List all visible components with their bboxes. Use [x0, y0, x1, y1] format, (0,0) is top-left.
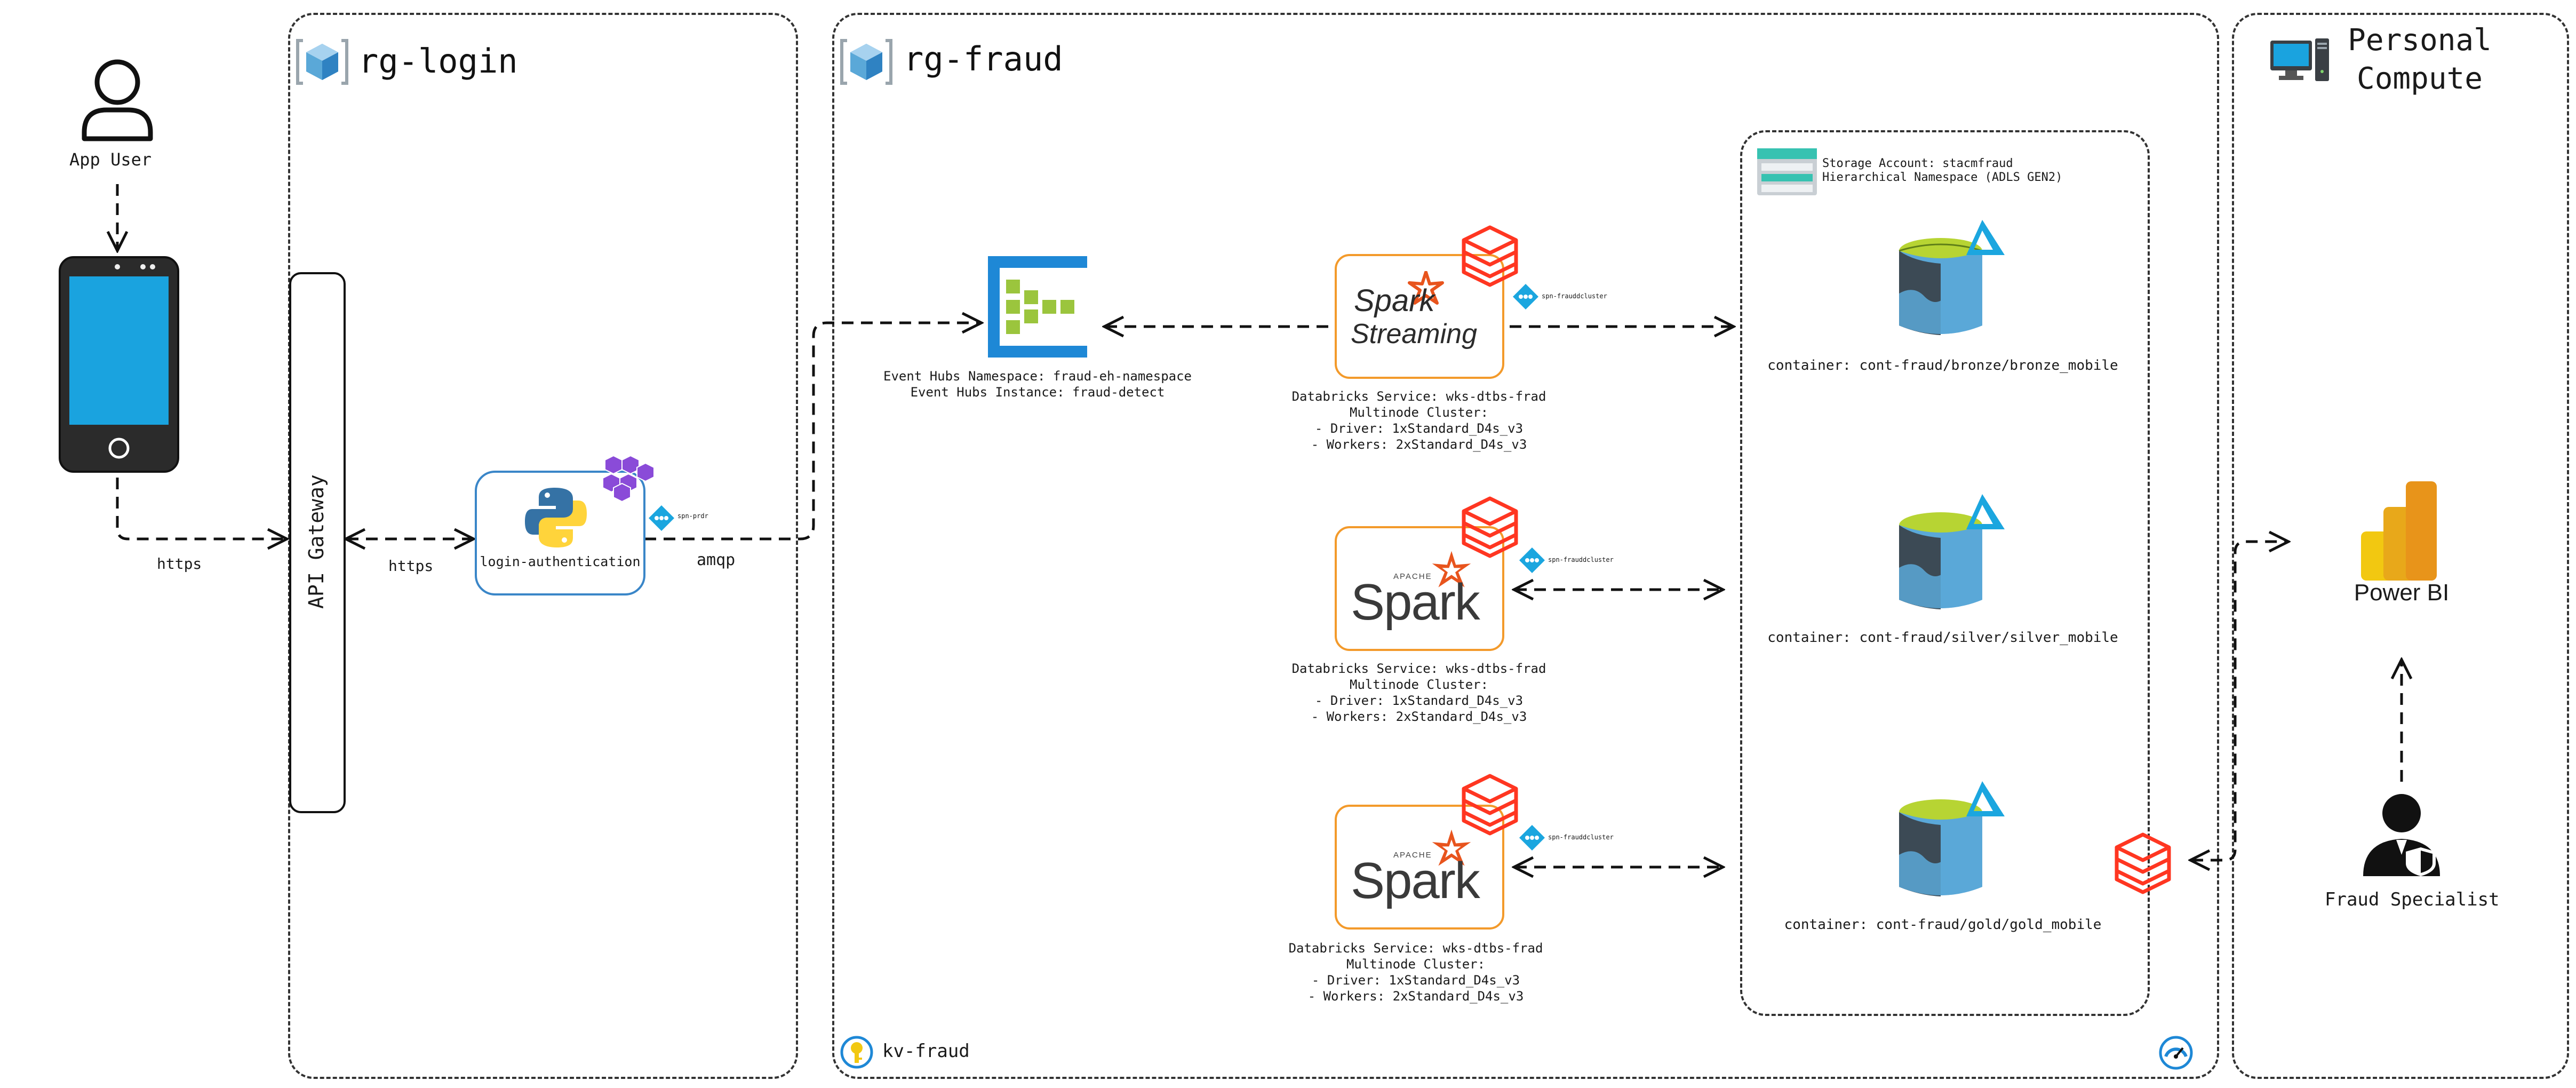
adls-container-icon[interactable] — [1893, 493, 2010, 621]
adls-container-icon[interactable] — [1893, 219, 2010, 347]
user-icon — [82, 59, 153, 141]
cluster-caption-line: Databricks Service: wks-dtbs-frad — [1291, 661, 1546, 676]
resource-group-icon — [840, 39, 892, 85]
spark-star-icon — [1432, 829, 1471, 866]
https-label-2: https — [388, 557, 434, 575]
personal-compute-title-line2: Compute — [2356, 61, 2483, 96]
apache-spark-logo: Spark — [1351, 852, 1480, 909]
spark-star-icon — [1432, 551, 1471, 587]
storage-account-label: Storage Account: stacmfraud — [1822, 157, 2013, 170]
databricks-icon — [1462, 496, 1518, 558]
databricks-icon — [1462, 225, 1518, 287]
cluster-caption-line: Multinode Cluster: — [1349, 405, 1489, 420]
rg-fraud-title: rg-fraud — [904, 39, 1063, 78]
cluster-1-caption: Databricks Service: wks-dtbs-frad Multin… — [1270, 388, 1568, 452]
cluster-caption-line: Multinode Cluster: — [1349, 677, 1489, 692]
spark-streaming-logo-line1: Spark — [1354, 283, 1435, 318]
amqp-label: amqp — [697, 551, 736, 569]
subnet-icon — [1519, 547, 1545, 573]
personal-compute-title-line1: Personal — [2348, 23, 2492, 58]
fraud-specialist-icon — [2363, 794, 2440, 876]
app-user-label: App User — [69, 149, 152, 170]
cluster-caption-line: - Driver: 1xStandard_D4s_v3 — [1314, 421, 1524, 436]
personal-compute-title: Personal Compute — [2340, 21, 2500, 98]
spark-streaming-card[interactable] — [1335, 254, 1504, 379]
cluster-caption-line: Multinode Cluster: — [1346, 957, 1486, 972]
cluster-caption-line: - Workers: 2xStandard_D4s_v3 — [1311, 709, 1527, 724]
power-bi-icon[interactable] — [2360, 480, 2440, 582]
computer-icon — [2270, 38, 2329, 81]
subnet-label-cluster-2: spn-frauddcluster — [1548, 556, 1614, 563]
api-gateway[interactable] — [289, 272, 346, 813]
apache-small-label: APACHE — [1393, 572, 1432, 581]
cluster-2-caption: Databricks Service: wks-dtbs-frad Multin… — [1270, 661, 1568, 725]
container-bronze-label: container: cont-fraud/bronze/bronze_mobi… — [1767, 358, 2118, 374]
power-bi-label: Power BI — [2354, 579, 2450, 606]
apache-spark-logo: Spark — [1351, 574, 1480, 631]
apache-small-label: APACHE — [1393, 851, 1432, 860]
api-gateway-label: API Gateway — [305, 474, 328, 609]
container-silver-label: container: cont-fraud/silver/silver_mobi… — [1767, 630, 2118, 646]
apache-spark-card[interactable] — [1335, 526, 1504, 651]
storage-account-group — [1740, 130, 2150, 1016]
storage-account-icon — [1757, 148, 1817, 195]
cluster-caption-line: - Workers: 2xStandard_D4s_v3 — [1311, 437, 1527, 452]
storage-namespace-label: Hierarchical Namespace (ADLS GEN2) — [1822, 171, 2063, 184]
python-icon — [525, 488, 587, 547]
subnet-label-cluster-3: spn-frauddcluster — [1548, 833, 1614, 841]
arrow-phone-to-gateway — [116, 478, 286, 539]
event-hubs-namespace-label: Event Hubs Namespace: fraud-eh-namespace — [883, 369, 1192, 384]
subnet-label-cluster-1: spn-frauddcluster — [1542, 292, 1607, 300]
container-gold-label: container: cont-fraud/gold/gold_mobile — [1784, 917, 2102, 933]
rg-login-title: rg-login — [358, 42, 518, 81]
cluster-caption-line: Databricks Service: wks-dtbs-frad — [1288, 941, 1543, 956]
adls-container-icon[interactable] — [1893, 780, 2010, 908]
event-hubs-instance-label: Event Hubs Instance: fraud-detect — [910, 385, 1165, 400]
arrow-gold-to-powerbi — [2191, 542, 2287, 860]
databricks-icon — [1462, 774, 1518, 836]
databricks-icon — [2115, 832, 2171, 894]
key-vault-label: kv-fraud — [882, 1041, 970, 1062]
spark-star-icon — [1408, 271, 1444, 305]
key-vault-icon — [840, 1036, 873, 1069]
event-hubs-icon[interactable] — [986, 254, 1089, 360]
subnet-icon — [649, 505, 674, 531]
cluster-caption-line: - Driver: 1xStandard_D4s_v3 — [1314, 693, 1524, 708]
monitor-gauge-icon — [2159, 1036, 2193, 1070]
subnet-label-login: spn-prdr — [677, 512, 708, 520]
login-authentication-label: login-authentication — [480, 554, 641, 569]
subnet-icon — [1519, 825, 1545, 851]
fraud-specialist-label: Fraud Specialist — [2325, 889, 2500, 910]
cluster-3-caption: Databricks Service: wks-dtbs-frad Multin… — [1266, 940, 1565, 1004]
resource-group-icon — [296, 39, 348, 85]
cluster-caption-line: - Driver: 1xStandard_D4s_v3 — [1311, 973, 1520, 988]
cluster-caption-line: - Workers: 2xStandard_D4s_v3 — [1307, 989, 1524, 1004]
https-label-1: https — [157, 555, 202, 573]
kubernetes-pods-icon — [603, 455, 655, 502]
arrow-function-to-eventhub — [644, 323, 980, 541]
cluster-caption-line: Databricks Service: wks-dtbs-frad — [1291, 389, 1546, 404]
spark-streaming-logo-line2: Streaming — [1351, 319, 1477, 350]
subnet-icon — [1513, 284, 1538, 309]
mobile-phone-icon — [59, 256, 179, 473]
